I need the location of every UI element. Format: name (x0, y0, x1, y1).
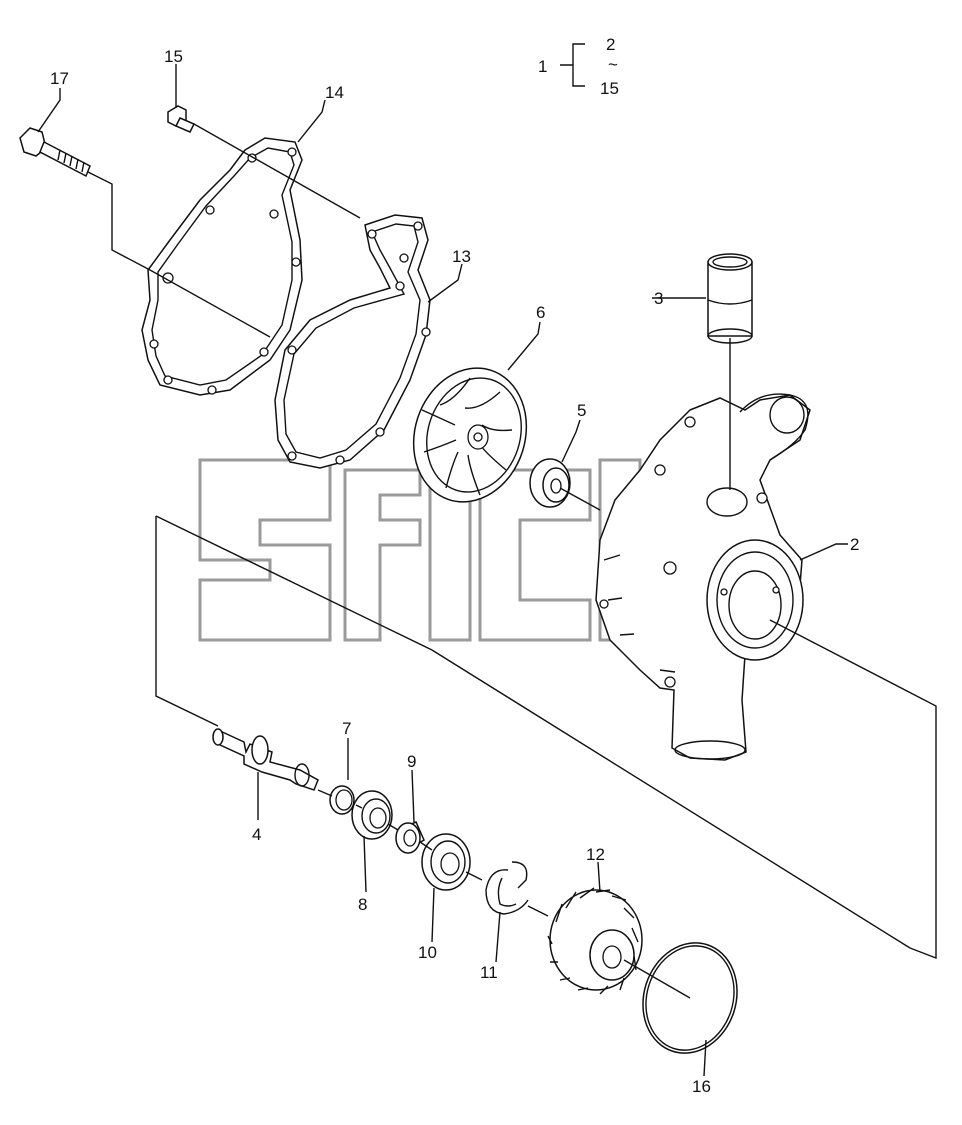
snap-ring (329, 785, 355, 815)
label-part-13: 13 (452, 247, 471, 266)
label-part-8: 8 (358, 895, 367, 914)
bearing-small (351, 790, 393, 840)
label-part-2: 2 (850, 535, 859, 554)
label-part-17: 17 (50, 69, 69, 88)
sleeve (707, 253, 753, 344)
cover-plate (141, 137, 303, 396)
circlip (485, 861, 529, 915)
label-part-9: 9 (407, 752, 416, 771)
shaft (212, 728, 319, 791)
label-part-15: 15 (164, 47, 183, 66)
label-part-4: 4 (252, 825, 261, 844)
part-labels: 17 15 14 13 6 5 3 2 7 9 4 12 8 10 11 16 (50, 47, 859, 1096)
label-part-16: 16 (692, 1077, 711, 1096)
gear (547, 887, 643, 995)
gasket (274, 214, 431, 469)
pump-housing (595, 393, 811, 761)
label-part-7: 7 (342, 719, 351, 738)
spacer (395, 821, 425, 854)
label-part-6: 6 (536, 303, 545, 322)
impeller (412, 367, 528, 503)
assembly-bracket: 1 2 ~ 15 (538, 35, 619, 98)
seal (529, 458, 571, 508)
bolt-long (19, 127, 91, 178)
label-part-5: 5 (577, 401, 586, 420)
leader-lines (37, 64, 848, 1077)
assembly-range-start: 2 (606, 35, 615, 54)
label-part-12: 12 (586, 845, 605, 864)
assembly-lines (87, 123, 937, 999)
assembly-range-sep: ~ (608, 55, 618, 74)
label-part-14: 14 (325, 83, 344, 102)
label-part-11: 11 (480, 963, 498, 982)
bearing-large (421, 833, 471, 891)
assembly-ref-label: 1 (538, 57, 547, 76)
assembly-range-end: 15 (600, 79, 619, 98)
label-part-10: 10 (418, 943, 437, 962)
label-part-3: 3 (654, 289, 663, 308)
bracket-line (560, 43, 585, 87)
bolt-short (167, 105, 196, 133)
